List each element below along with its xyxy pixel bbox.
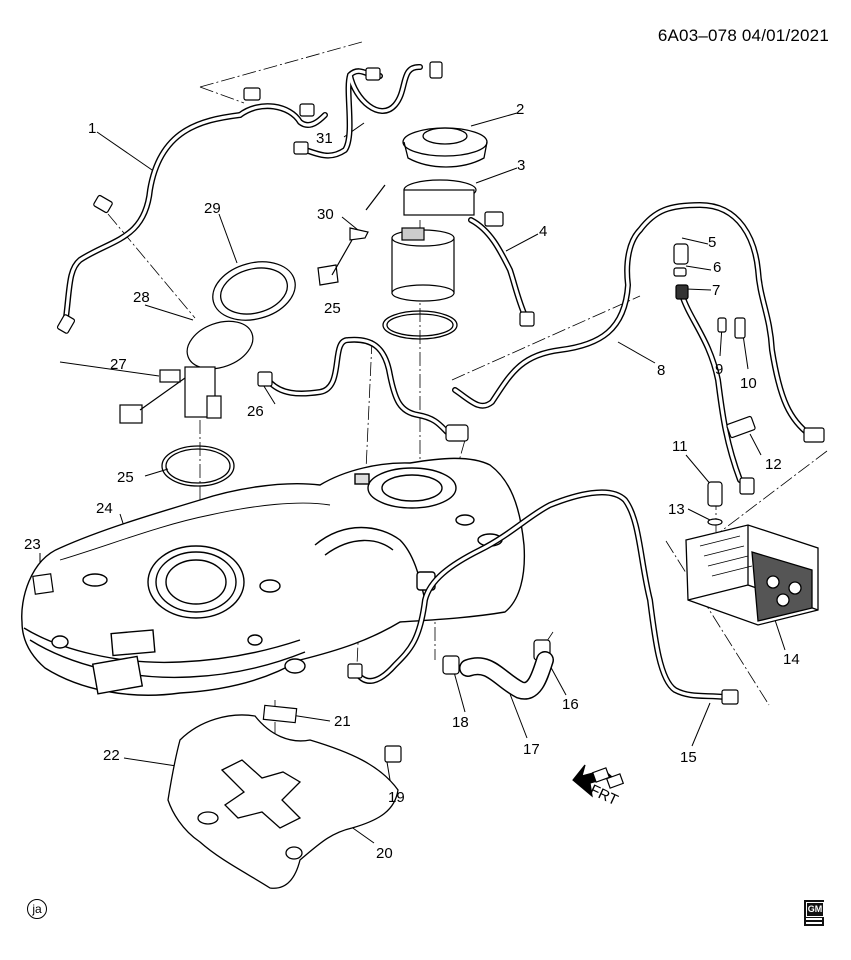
pump-module-left: [119, 320, 254, 424]
callout-12: 12: [765, 456, 782, 473]
callout-8: 8: [657, 362, 665, 379]
fuel-lines: [62, 64, 813, 700]
callout-28: 28: [133, 289, 150, 306]
callout-labels: 1 2 3 4 5 6 7 8 9 10 11 12 13 14 15 16 1…: [24, 101, 800, 862]
seals-and-rings: [161, 127, 488, 487]
callout-11: 11: [672, 438, 688, 455]
callout-29: 29: [204, 200, 221, 217]
callout-2: 2: [516, 101, 524, 118]
callout-25-upper: 25: [324, 300, 341, 317]
callout-21: 21: [334, 713, 351, 730]
vapor-canister: [685, 524, 819, 626]
gm-logo-bar: [806, 918, 822, 920]
callout-31: 31: [316, 130, 333, 147]
gm-logo-text: GM: [806, 902, 824, 917]
callout-1: 1: [88, 120, 96, 137]
callout-24: 24: [96, 500, 113, 517]
callout-5: 5: [708, 234, 716, 251]
callout-22: 22: [103, 747, 120, 764]
callout-14: 14: [783, 651, 800, 668]
callout-25-lower: 25: [117, 469, 134, 486]
callout-13: 13: [668, 501, 685, 518]
gm-logo-bar: [806, 922, 822, 924]
splash-shield: [167, 714, 399, 889]
callout-4: 4: [539, 223, 547, 240]
callout-16: 16: [562, 696, 579, 713]
callout-26: 26: [247, 403, 264, 420]
callout-27: 27: [110, 356, 127, 373]
callout-10: 10: [740, 375, 757, 392]
callout-6: 6: [713, 259, 721, 276]
callout-9: 9: [715, 361, 723, 378]
gm-logo: GM: [804, 900, 824, 926]
fuel-tank: [21, 457, 526, 696]
callout-18: 18: [452, 714, 469, 731]
callout-30: 30: [317, 206, 334, 223]
diagram-reference-code: 6A03–078 04/01/2021: [657, 26, 829, 45]
fuel-pump-module: [317, 179, 477, 302]
callout-7: 7: [712, 282, 720, 299]
front-direction-arrow: [572, 764, 625, 798]
callout-15: 15: [680, 749, 697, 766]
illustrator-mark: ja: [27, 899, 47, 919]
hose-17: [459, 651, 554, 700]
callout-3: 3: [517, 157, 525, 174]
callout-17: 17: [523, 741, 540, 758]
callout-23: 23: [24, 536, 41, 553]
callout-19: 19: [388, 789, 405, 806]
callout-20: 20: [376, 845, 393, 862]
